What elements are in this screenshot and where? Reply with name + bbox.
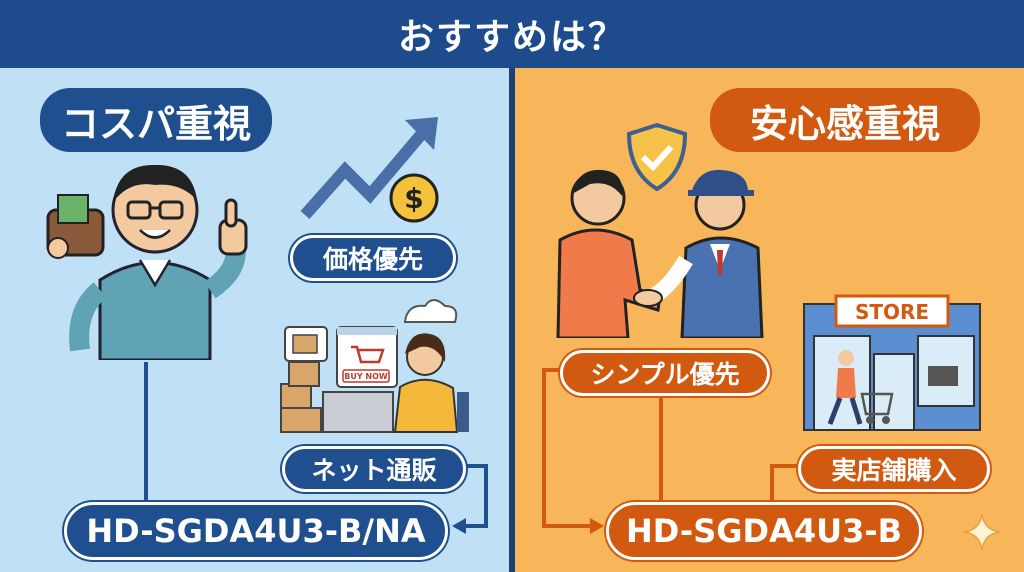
buy-now-label: BUY NOW	[344, 372, 388, 381]
shopping-cart-icon	[351, 345, 385, 364]
product-right-text: HD-SGDA4U3-B	[625, 512, 903, 550]
svg-text:$: $	[404, 182, 423, 215]
tag-store-text: 実店舗購入	[831, 456, 957, 485]
dollar-coin-icon: $	[389, 173, 439, 223]
shield-check-icon	[626, 122, 688, 192]
handshake-illustration	[556, 169, 764, 338]
heading-safety-text: 安心感重視	[749, 101, 940, 146]
product-left-text: HD-SGDA4U3-B/NA	[86, 512, 426, 550]
store-illustration: STORE	[803, 294, 981, 431]
man-with-wallet-illustration	[46, 164, 248, 360]
page-title: おすすめは？	[397, 17, 626, 58]
tag-online-shopping: ネット通販	[282, 446, 466, 492]
tag-simple-text: シンプル優先	[590, 360, 740, 389]
tag-store-purchase: 実店舗購入	[798, 446, 990, 492]
heading-cost-performance: コスパ重視	[40, 88, 272, 152]
heading-peace-of-mind: 安心感重視	[710, 88, 980, 152]
tag-price-priority: 価格優先	[290, 235, 456, 281]
product-left: HD-SGDA4U3-B/NA	[64, 502, 448, 560]
sparkle-icon	[963, 513, 1001, 551]
title-bar: おすすめは？	[0, 0, 1024, 68]
tag-price-text: 価格優先	[322, 245, 423, 274]
tag-simple-priority: シンプル優先	[560, 350, 770, 396]
store-sign: STORE	[855, 300, 929, 324]
tag-online-text: ネット通販	[311, 456, 437, 485]
rising-arrow-icon	[300, 117, 438, 219]
product-right: HD-SGDA4U3-B	[606, 502, 922, 560]
heading-cost-text: コスパ重視	[60, 101, 251, 146]
center-divider	[509, 68, 515, 572]
cloud-icon	[403, 299, 458, 323]
online-shopping-illustration: BUY NOW	[280, 299, 469, 433]
